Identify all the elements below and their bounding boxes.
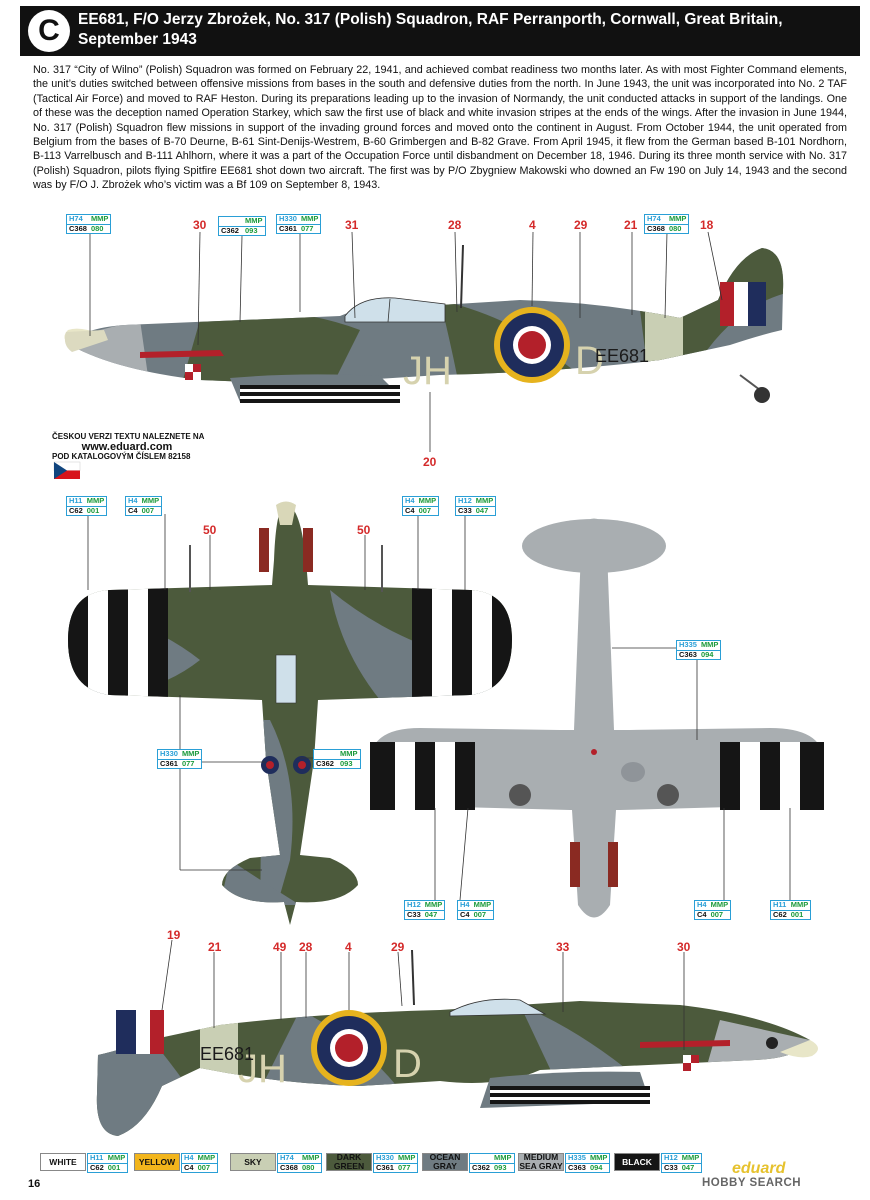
code-letters-side-bottom: JH [238, 1047, 287, 1091]
callout-29-bottom: 29 [391, 940, 405, 954]
legend-swatch-white: WHITE [40, 1153, 86, 1171]
code-letter-d-side-top: D [575, 339, 604, 383]
top-plan-view [68, 501, 512, 925]
legend-swatch-yellow: YELLOW [134, 1153, 180, 1171]
callout-31: 31 [345, 218, 359, 232]
profile-title: EE681, F/O Jerzy Zbrożek, No. 317 (Polis… [78, 11, 783, 48]
czech-note-line2: POD KATALOGOVÝM ČÍSLEM 82158 [52, 452, 191, 461]
callout-20: 20 [423, 455, 437, 469]
code-letter-d-side-bottom: D [393, 1042, 422, 1086]
serial-side-bottom: EE681 [200, 1044, 254, 1064]
underside-view [370, 518, 824, 918]
serial-side-top: EE681 [595, 346, 649, 366]
page-number: 16 [28, 1178, 41, 1190]
czech-note-url[interactable]: www.eduard.com [81, 441, 173, 453]
side-view-right: JH D EE681 [96, 949, 819, 1136]
callout-29-top: 29 [574, 218, 588, 232]
leader-lines-bottom [161, 939, 685, 1050]
side-view-left: JH D EE681 [64, 244, 784, 403]
legend-swatch-black: BLACK [614, 1153, 660, 1171]
callout-18: 18 [700, 218, 714, 232]
callout-33: 33 [556, 940, 570, 954]
hobby-search-watermark: HOBBY SEARCH [702, 1177, 802, 1189]
profile-letter-badge: C [28, 10, 70, 52]
leader-lines-top [89, 231, 723, 452]
callout-50-left: 50 [203, 523, 217, 537]
callout-19: 19 [167, 928, 181, 942]
callout-21-bottom: 21 [208, 940, 222, 954]
callout-49: 49 [273, 940, 287, 954]
legend-swatch-sky: SKY [230, 1153, 276, 1171]
legend-swatch-ocean-gray: OCEAN GRAY [422, 1153, 468, 1171]
callout-21-top: 21 [624, 218, 638, 232]
callout-50-right: 50 [357, 523, 371, 537]
callout-4-top: 4 [529, 218, 536, 232]
czech-note: ČESKOU VERZI TEXTU NALEZNETE NA www.edua… [52, 432, 242, 462]
callout-4-bottom: 4 [345, 940, 352, 954]
leader-lines-underside [434, 647, 791, 901]
callout-28-top: 28 [448, 218, 462, 232]
code-letters-side-top: JH [403, 349, 452, 393]
history-text: No. 317 “City of Wilno” (Polish) Squadro… [33, 64, 847, 192]
legend-swatch-medium-sea-gray: MEDIUM SEA GRAY [518, 1152, 564, 1171]
czech-flag [53, 461, 81, 479]
profile-header: C EE681, F/O Jerzy Zbrożek, No. 317 (Pol… [20, 6, 860, 56]
czech-note-line1: ČESKOU VERZI TEXTU NALEZNETE NA [52, 432, 205, 441]
eduard-logo: eduard [732, 1160, 786, 1177]
callout-28-bottom: 28 [299, 940, 313, 954]
callout-30-top: 30 [193, 218, 207, 232]
leader-lines-plan [87, 514, 466, 871]
callout-30-bottom: 30 [677, 940, 691, 954]
legend-swatch-dark-green: DARK GREEN [326, 1153, 372, 1171]
